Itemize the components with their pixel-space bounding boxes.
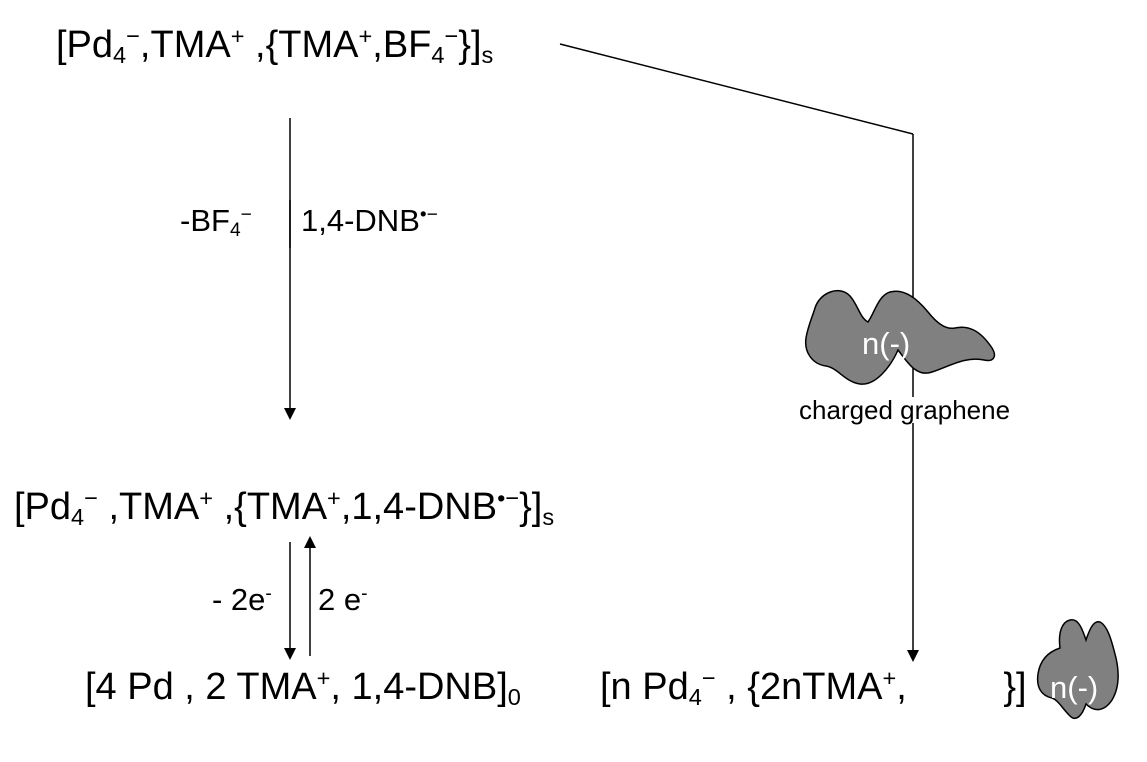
label-dnb-radical: 1,4-DNB•−	[301, 203, 438, 238]
species-middle: [Pd4− ,TMA+ ,{TMA+,1,4-DNB•−}]s	[14, 485, 555, 530]
species-bottom-left: [4 Pd , 2 TMA+, 1,4-DNB]0	[85, 665, 521, 710]
graphene-caption: charged graphene	[797, 395, 1013, 425]
species-bottom-right: [n Pd4− , {2nTMA+, }]	[600, 665, 1027, 710]
species-top: [Pd4−,TMA+ ,{TMA+,BF4−}]s	[56, 23, 494, 68]
arrowhead-graphene-down	[907, 650, 919, 662]
line-to-graphene	[559, 43, 914, 135]
charged-graphene-shape	[804, 289, 996, 385]
graphene-charge-label: n(-)	[862, 326, 911, 361]
label-minus-bf4: -BF4−	[180, 203, 252, 241]
graphene-product-shape	[1036, 619, 1119, 720]
arrowhead-oxidation-up	[304, 536, 316, 548]
label-minus-2e: - 2e-	[212, 582, 272, 617]
label-plus-2e: 2 e-	[318, 582, 368, 617]
graphene-product-charge-label: n(-)	[1050, 670, 1099, 705]
arrowhead-reduction-down	[284, 648, 296, 660]
arrowhead-down	[284, 408, 296, 420]
